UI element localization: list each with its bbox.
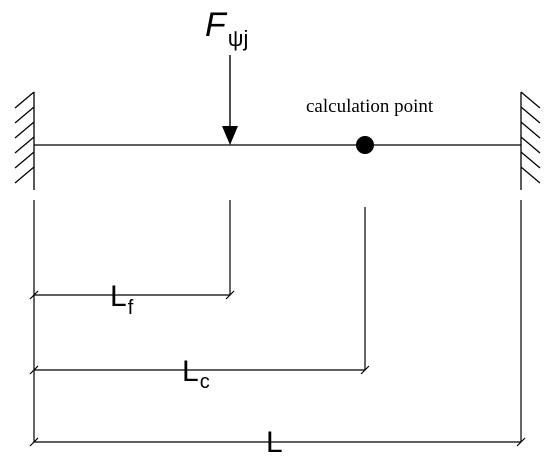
force-symbol: F <box>205 6 228 44</box>
right-fixed-support <box>520 91 541 190</box>
lc-main: L <box>182 355 199 388</box>
force-subscript: ψj <box>228 26 249 51</box>
dimension-lf-label: Lf <box>110 280 134 319</box>
dimension-lc-label: Lc <box>182 355 210 393</box>
dimension-lf <box>29 290 235 300</box>
force-arrow <box>222 55 238 145</box>
calculation-point-marker <box>356 136 374 154</box>
dimension-l <box>29 437 526 447</box>
dimension-lc <box>29 365 370 375</box>
calculation-point-label: calculation point <box>306 96 434 117</box>
lc-subscript: c <box>200 371 210 393</box>
left-fixed-support <box>14 91 35 190</box>
lf-subscript: f <box>128 297 134 319</box>
extension-lines <box>33 200 522 442</box>
force-label: Fψj <box>205 6 248 51</box>
lf-main: L <box>110 280 127 313</box>
dimension-l-label: L <box>266 426 283 459</box>
